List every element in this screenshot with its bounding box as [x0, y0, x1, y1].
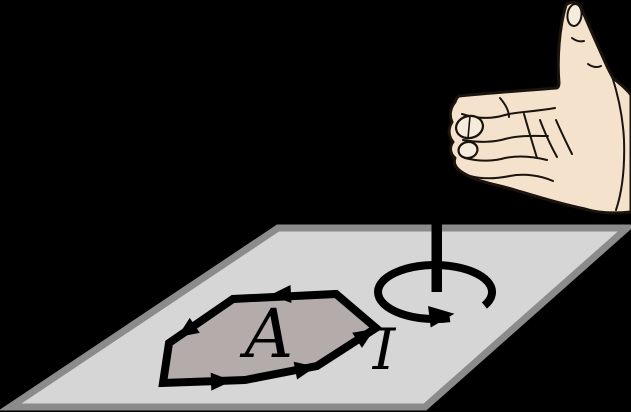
thumbnail — [566, 3, 583, 27]
hand-detail-lines — [461, 37, 626, 211]
area-label: A — [239, 295, 293, 373]
palm-line-3 — [555, 119, 573, 155]
rotation-axis — [431, 213, 442, 292]
finger-crease-2 — [462, 134, 549, 143]
fingernail-ring — [457, 140, 479, 160]
right-hand-thumbs-up — [447, 0, 631, 215]
thumb-crease-2 — [587, 63, 602, 69]
index-finger-line — [499, 97, 510, 118]
palm-line-1 — [523, 113, 538, 159]
fist-bottom-line — [469, 173, 554, 182]
fingernail-middle-line — [467, 115, 471, 139]
thumb-crease-1 — [571, 37, 585, 43]
rotation-arrow — [374, 261, 496, 324]
wrist-line — [611, 75, 626, 211]
current-loop-group: A I — [158, 285, 397, 391]
palm-line-2 — [539, 119, 558, 158]
rotation-indicator — [374, 213, 496, 328]
current-label: I — [372, 317, 397, 383]
finger-crease-3 — [464, 155, 548, 162]
